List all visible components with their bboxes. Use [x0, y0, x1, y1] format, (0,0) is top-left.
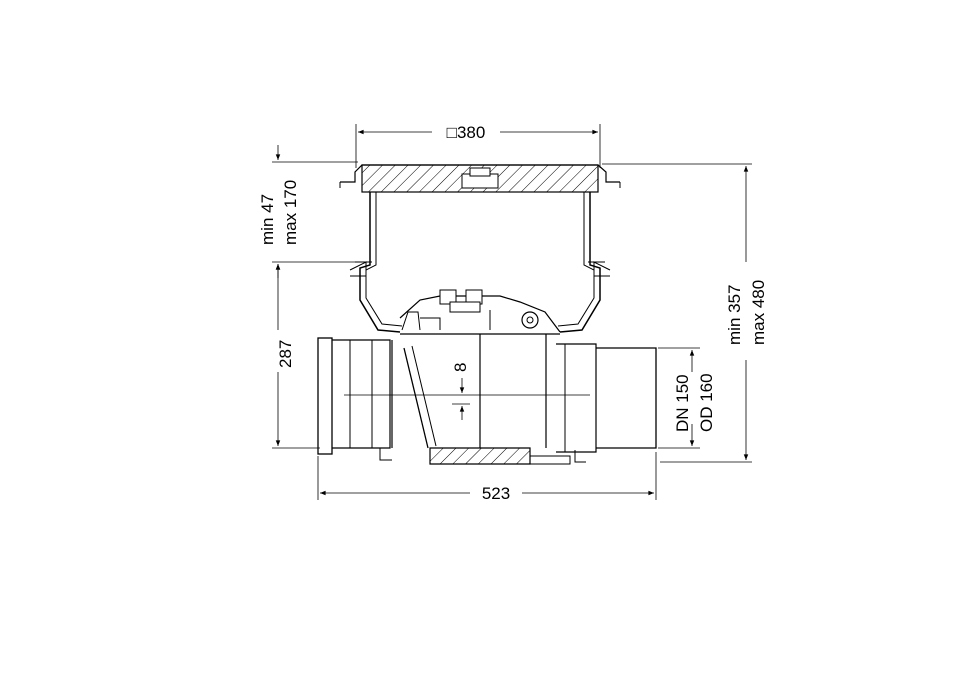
upper-body	[349, 192, 611, 333]
dim-overall-length: 523	[482, 484, 510, 503]
dim-top-square: □380	[447, 123, 486, 142]
dimension-8: 8	[451, 363, 470, 420]
valve-mechanism	[399, 289, 561, 333]
dim-adjust-max: max 170	[281, 180, 300, 245]
lower-body	[317, 333, 657, 465]
dim-adjust-min: min 47	[258, 194, 277, 245]
dim-offset: 8	[451, 363, 470, 372]
dimension-total-height: min 357 max 480	[602, 163, 768, 463]
dim-total-min: min 357	[725, 285, 744, 345]
dim-total-max: max 480	[749, 280, 768, 345]
dimension-adjustment: min 47 max 170	[258, 145, 360, 278]
dimension-pipe: DN 150 OD 160	[658, 347, 716, 449]
dim-lower-height: 287	[276, 340, 295, 368]
dimension-523: 523	[317, 452, 657, 503]
dim-pipe-od: OD 160	[697, 373, 716, 432]
grate-frame	[339, 164, 621, 193]
dimension-287: 287	[272, 264, 320, 449]
dim-pipe-dn: DN 150	[673, 374, 692, 432]
dimension-380: □380	[355, 123, 601, 168]
